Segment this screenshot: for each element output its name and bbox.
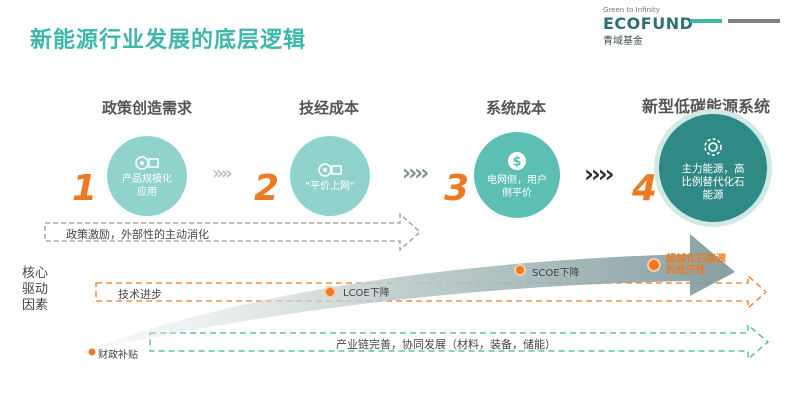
brand-tagline: Green to Infinity: [603, 6, 660, 14]
stage-3-title: 系统成本: [485, 99, 546, 117]
svg-text:$: $: [512, 154, 521, 169]
stage-4-circle: 主力能源，高比例替代化石能源: [659, 114, 767, 222]
header-accent-bar: [690, 19, 722, 23]
stage-2-circle: "平价上网": [290, 136, 370, 216]
subsidy-dot: [88, 348, 96, 356]
stage-4-title: 新型低碳能源系统: [641, 97, 770, 116]
stage-1-circle: 产品规模化应用: [107, 136, 187, 216]
stage-1-number: 1: [72, 168, 98, 209]
lcoe-label: LCOE下降: [343, 288, 390, 299]
header-gray-bar: [728, 19, 780, 23]
industry-arrow: [149, 323, 770, 361]
beyond-fossil-label: 超越化石能源的经济性: [666, 254, 726, 276]
stage-2-title: 技经成本: [298, 99, 359, 117]
core-drivers-label: 核心驱动因素: [22, 266, 49, 313]
stage-4-number: 4: [632, 168, 658, 209]
dollar-coin-icon: $: [508, 151, 526, 170]
chevron-icon: ››››: [402, 161, 429, 186]
tech-driver-text: 技术进步: [118, 288, 162, 301]
brand-cn-name: 青域基金: [603, 36, 643, 47]
beyond-dot: [647, 258, 661, 272]
lcoe-dot: [324, 286, 336, 298]
stage-3-circle-text: 电网侧，用户侧平价: [487, 174, 547, 199]
stage-4-circle-text: 主力能源，高比例替代化石能源: [681, 162, 745, 201]
stage-2-number: 2: [254, 168, 280, 209]
trend-sweep-arrow: [82, 234, 735, 352]
scoe-dot: [514, 264, 526, 276]
chevron-icon: ››››: [212, 163, 233, 184]
stage-1-title: 政策创造需求: [101, 99, 192, 117]
page-title: 新能源行业发展的底层逻辑: [30, 28, 307, 53]
stage-1-circle-text: 产品规模化应用: [122, 174, 172, 198]
subsidy-label: 财政补贴: [98, 350, 138, 361]
stage-3-number: 3: [444, 168, 470, 209]
brand-logo: ECOFUND: [603, 14, 694, 33]
tech-arrow: [95, 274, 767, 310]
gear-icon: [704, 137, 722, 156]
scoe-label: SCOE下降: [532, 268, 580, 279]
industry-driver-text: 产业链完善，协同发展（材料，装备，储能）: [336, 338, 556, 351]
reel-icon: [318, 162, 342, 177]
reel-icon: [135, 156, 159, 170]
chevron-icon: ››››: [584, 160, 615, 188]
policy-driver-text: 政策激励，外部性的主动消化: [66, 228, 209, 241]
stage-3-circle: $ 电网侧，用户侧平价: [474, 132, 560, 218]
stage-2-circle-text: "平价上网": [305, 180, 355, 192]
policy-arrow: [44, 212, 421, 252]
